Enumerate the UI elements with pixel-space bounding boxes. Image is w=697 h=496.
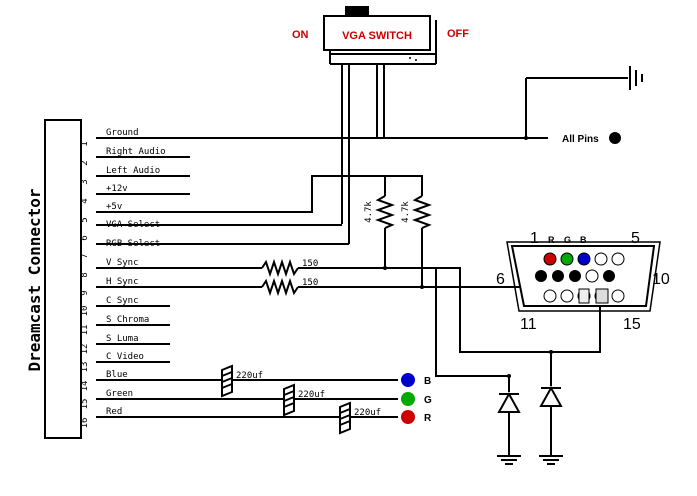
pullup-resistor-b — [412, 195, 432, 229]
pin-number: 12 — [80, 344, 90, 355]
dreamcast-connector-body — [44, 119, 82, 439]
vga-switch-body — [323, 15, 431, 51]
blue-capacitor — [221, 364, 233, 398]
pullup-b-label: 4.7k — [401, 201, 411, 223]
vga-pin-1-label: 1 — [530, 230, 539, 247]
vga-b-label: B — [580, 235, 587, 245]
pin-number: 2 — [80, 160, 90, 165]
pin-number: 14 — [80, 381, 90, 392]
vga-r-label: R — [548, 235, 555, 245]
vga-pin-6-label: 6 — [496, 271, 505, 288]
pin-label: Left Audio — [106, 166, 160, 176]
pullup-a-label: 4.7k — [364, 201, 374, 223]
blue-capacitor-label: 220uf — [236, 371, 263, 381]
pin-label: +12v — [106, 184, 128, 194]
switch-off-label: OFF — [447, 28, 469, 40]
pin-label: Blue — [106, 370, 128, 380]
pin-number: 9 — [80, 290, 90, 295]
vsync-resistor-label: 150 — [302, 259, 318, 269]
vga-connector — [506, 241, 661, 312]
pin-label: S Chroma — [106, 315, 149, 325]
green-capacitor — [283, 383, 295, 417]
hsync-resistor-label: 150 — [302, 278, 318, 288]
pin-number: 8 — [80, 272, 90, 277]
clamp-diode-b — [539, 385, 563, 407]
red-output-dot — [401, 410, 415, 424]
red-capacitor — [339, 401, 351, 435]
pin-label: Ground — [106, 128, 139, 138]
pin-number: 13 — [80, 362, 90, 373]
pin-number: 16 — [80, 418, 90, 429]
vga-pin-11-label: 11 — [520, 316, 537, 333]
pin-number: 11 — [80, 325, 90, 336]
pin-number: 4 — [80, 198, 90, 203]
output-g-label: G — [424, 395, 432, 406]
switch-on-label: ON — [292, 29, 309, 41]
red-capacitor-label: 220uf — [354, 408, 381, 418]
pin-label: Red — [106, 407, 122, 417]
pin-number: 5 — [80, 217, 90, 222]
pin-number: 7 — [80, 253, 90, 258]
vga-pin-10-label: 10 — [652, 271, 670, 288]
pin-label: H Sync — [106, 277, 139, 287]
pin-label: +5v — [106, 202, 122, 212]
ground-pin-dot — [609, 132, 621, 144]
vsync-resistor — [261, 258, 299, 278]
pin-number: 15 — [80, 399, 90, 410]
blue-output-dot — [401, 373, 415, 387]
green-output-dot — [401, 392, 415, 406]
vga-pin-5-label: 5 — [631, 230, 640, 247]
output-b-label: B — [424, 376, 431, 387]
ground-symbol-bottom — [497, 455, 563, 465]
vga-g-label: G — [564, 235, 571, 245]
ground-symbol-top — [525, 66, 643, 138]
pin-label: V Sync — [106, 258, 139, 268]
pin-number: 10 — [80, 306, 90, 317]
clamp-diode-a — [497, 391, 521, 413]
vga-pin-15-label: 15 — [623, 316, 641, 333]
pin-number: 1 — [80, 141, 90, 146]
pin-number: 6 — [80, 235, 90, 240]
pin-label: C Video — [106, 352, 144, 362]
output-r-label: R — [424, 413, 432, 424]
all-pins-label: All Pins — [562, 134, 599, 145]
pin-number: 3 — [80, 179, 90, 184]
green-capacitor-label: 220uf — [298, 390, 325, 400]
connector-title: Dreamcast Connector — [25, 188, 44, 371]
pin-label: S Luma — [106, 334, 139, 344]
switch-label: VGA SWITCH — [342, 30, 412, 42]
pin-label: Green — [106, 389, 133, 399]
pullup-resistor-a — [375, 195, 395, 229]
pin-label: C Sync — [106, 296, 139, 306]
pin-label: Right Audio — [106, 147, 166, 157]
hsync-resistor — [261, 277, 299, 297]
